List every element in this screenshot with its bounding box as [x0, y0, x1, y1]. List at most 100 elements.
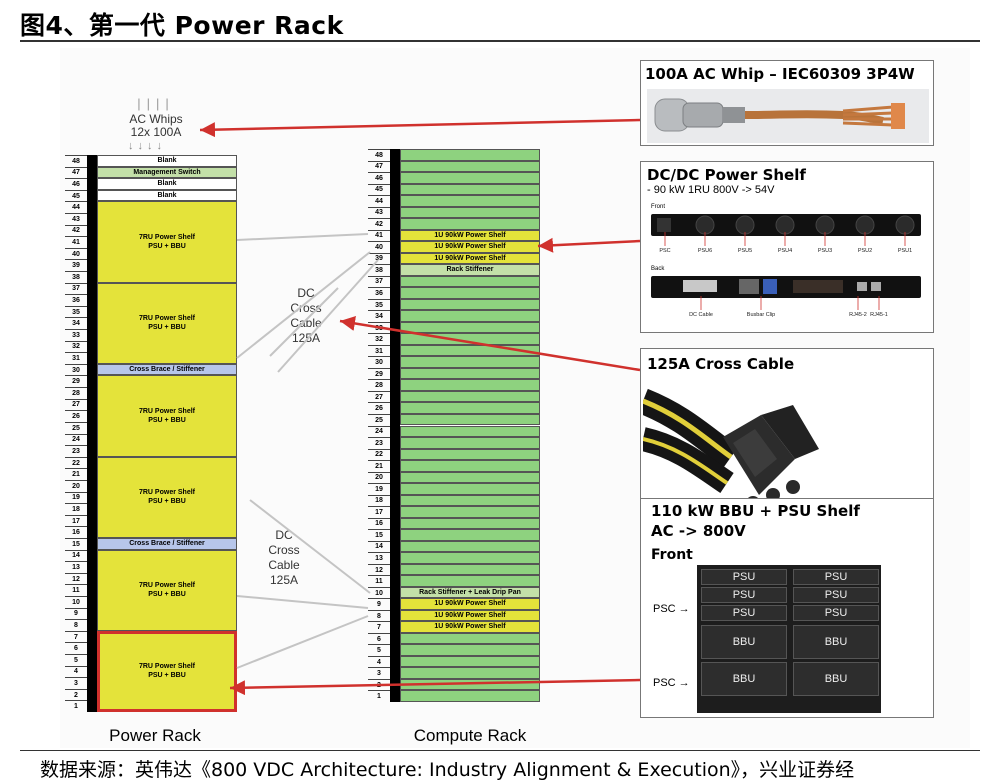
compute-rack-unit-number: 41 — [368, 229, 390, 242]
power-rack-unit-number: 34 — [65, 317, 87, 329]
power-rack-block-label: Blank — [157, 180, 177, 188]
compute-rack-unit-number: 43 — [368, 206, 390, 219]
ac-whip-lines-icon: |||| — [137, 96, 175, 111]
compute-rack-unit-number: 13 — [368, 552, 390, 564]
dcdc-front-label: Front — [651, 204, 666, 210]
compute-rack-unit-number: 1 — [368, 690, 390, 702]
compute-rack-empty-slot — [400, 298, 540, 311]
compute-rack-empty-slot — [400, 425, 540, 438]
compute-rack-empty-slot — [400, 390, 540, 403]
power-rack-block-label: Blank — [157, 157, 177, 165]
dcdc-front-callout: PSU2 — [858, 248, 872, 254]
dcdc-front-callout: PSU3 — [818, 248, 832, 254]
power-rack-unit-number: 31 — [65, 352, 87, 364]
power-rack-unit-number: 33 — [65, 329, 87, 341]
power-rack-unit-number: 47 — [65, 166, 87, 179]
power-rack-unit-number: 40 — [65, 247, 87, 260]
power-rack-block-label: PSU + BBU — [148, 243, 186, 251]
compute-rack-unit-number: 16 — [368, 517, 390, 530]
psc-upper-label: PSC → — [653, 603, 690, 615]
compute-rack-unit-number: 6 — [368, 632, 390, 645]
compute-rack-unit-number: 48 — [368, 149, 390, 161]
compute-rack-unit-number: 30 — [368, 356, 390, 368]
power-rack-unit-number: 16 — [65, 526, 87, 538]
power-rack-unit-number: 7 — [65, 630, 87, 643]
compute-rack-unit-numbers: 4847464544434241403938373635343332313029… — [368, 149, 390, 702]
cable-lower-line-4: 125A — [269, 573, 299, 587]
dc-cross-cable-line — [277, 259, 379, 373]
ac-whips-spec: 12x 100A — [130, 125, 182, 139]
bbu-title-line-1: 110 kW BBU + PSU Shelf — [651, 502, 860, 520]
power-rack-unit-number: 23 — [65, 445, 87, 457]
psu-module: PSU — [793, 605, 879, 621]
compute-rack-empty-slot — [400, 437, 540, 449]
power-rack-unit-number: 30 — [65, 363, 87, 376]
psc-upper-text: PSC — [653, 603, 676, 615]
dc-cross-cable-line — [236, 233, 369, 241]
power-rack-unit-number: 32 — [65, 340, 87, 353]
bbu-module: BBU — [701, 662, 787, 696]
power-rack-block-label: Cross Brace / Stiffener — [129, 540, 205, 548]
compute-rack-empty-slot — [400, 655, 540, 668]
dcdc-back-callout: DC Cable — [689, 312, 713, 318]
compute-rack-empty-slot — [400, 195, 540, 207]
compute-rack-block-label: 1U 90kW Power Shelf — [434, 243, 506, 251]
ac-whip-image — [647, 89, 929, 143]
compute-rack-empty-slot — [400, 690, 540, 702]
compute-rack: 4847464544434241403938373635343332313029… — [368, 149, 540, 702]
compute-rack-unit-number: 31 — [368, 344, 390, 357]
compute-rack-empty-slot — [400, 448, 540, 461]
dcdc-front-callout: PSU1 — [898, 248, 912, 254]
dcdc-front-callout: PSU4 — [778, 248, 792, 254]
compute-rack-empty-slot — [400, 321, 540, 334]
bbu-psu-shelf-panel: 110 kW BBU + PSU Shelf AC -> 800V Front … — [640, 498, 934, 718]
power-rack-unit-number: 38 — [65, 271, 87, 283]
compute-rack-empty-slot — [400, 517, 540, 530]
dc-cross-cable-line — [269, 287, 339, 357]
power-rack-unit-number: 39 — [65, 259, 87, 271]
psu-module: PSU — [793, 587, 879, 603]
power-rack-unit-number: 12 — [65, 572, 87, 585]
compute-rack-unit-number: 14 — [368, 540, 390, 553]
bbu-title-line-2: AC -> 800V — [651, 522, 746, 540]
power-rack-unit-number: 17 — [65, 514, 87, 527]
compute-rack-unit-number: 11 — [368, 575, 390, 587]
power-rack-block: Blank — [97, 178, 237, 190]
compute-rack-empty-slot — [400, 471, 540, 484]
dcdc-shelf-arrow — [537, 237, 641, 253]
compute-rack-rail — [390, 149, 400, 702]
power-rack-rail — [87, 155, 97, 712]
compute-rack-block: Rack Stiffener — [400, 264, 540, 276]
bbu-module: BBU — [793, 662, 879, 696]
power-rack-unit-number: 27 — [65, 398, 87, 411]
dcdc-back-callout: RJ45-1 — [870, 312, 888, 318]
psu-module: PSU — [701, 605, 787, 621]
power-rack-unit-number: 5 — [65, 653, 87, 666]
compute-rack-empty-slot — [400, 218, 540, 230]
power-rack-block-label: PSU + BBU — [148, 417, 186, 425]
power-rack-block-label: 7RU Power Shelf — [138, 233, 195, 241]
power-rack-unit-number: 24 — [65, 433, 87, 446]
compute-rack-empty-slot — [400, 575, 540, 587]
power-rack-block-label: 7RU Power Shelf — [138, 581, 195, 589]
power-rack-block-label: Blank — [157, 191, 177, 199]
compute-rack-unit-number: 20 — [368, 471, 390, 484]
power-rack-unit-number: 21 — [65, 468, 87, 480]
compute-rack-empty-slot — [400, 310, 540, 322]
source-note: 数据来源：英伟达《800 VDC Architecture: Industry … — [40, 759, 855, 781]
compute-rack-block-label: Rack Stiffener + Leak Drip Pan — [419, 588, 521, 596]
power-rack-unit-number: 36 — [65, 294, 87, 306]
compute-rack-empty-slot — [400, 379, 540, 391]
compute-rack-unit-number: 29 — [368, 367, 390, 380]
compute-rack-unit-number: 17 — [368, 506, 390, 518]
compute-rack-block-label: 1U 90kW Power Shelf — [434, 254, 506, 262]
compute-rack-unit-number: 28 — [368, 379, 390, 391]
compute-rack-empty-slot — [400, 402, 540, 414]
psc-lower-label: PSC → — [653, 677, 690, 689]
compute-rack-empty-slot — [400, 563, 540, 576]
power-rack-unit-number: 13 — [65, 561, 87, 573]
